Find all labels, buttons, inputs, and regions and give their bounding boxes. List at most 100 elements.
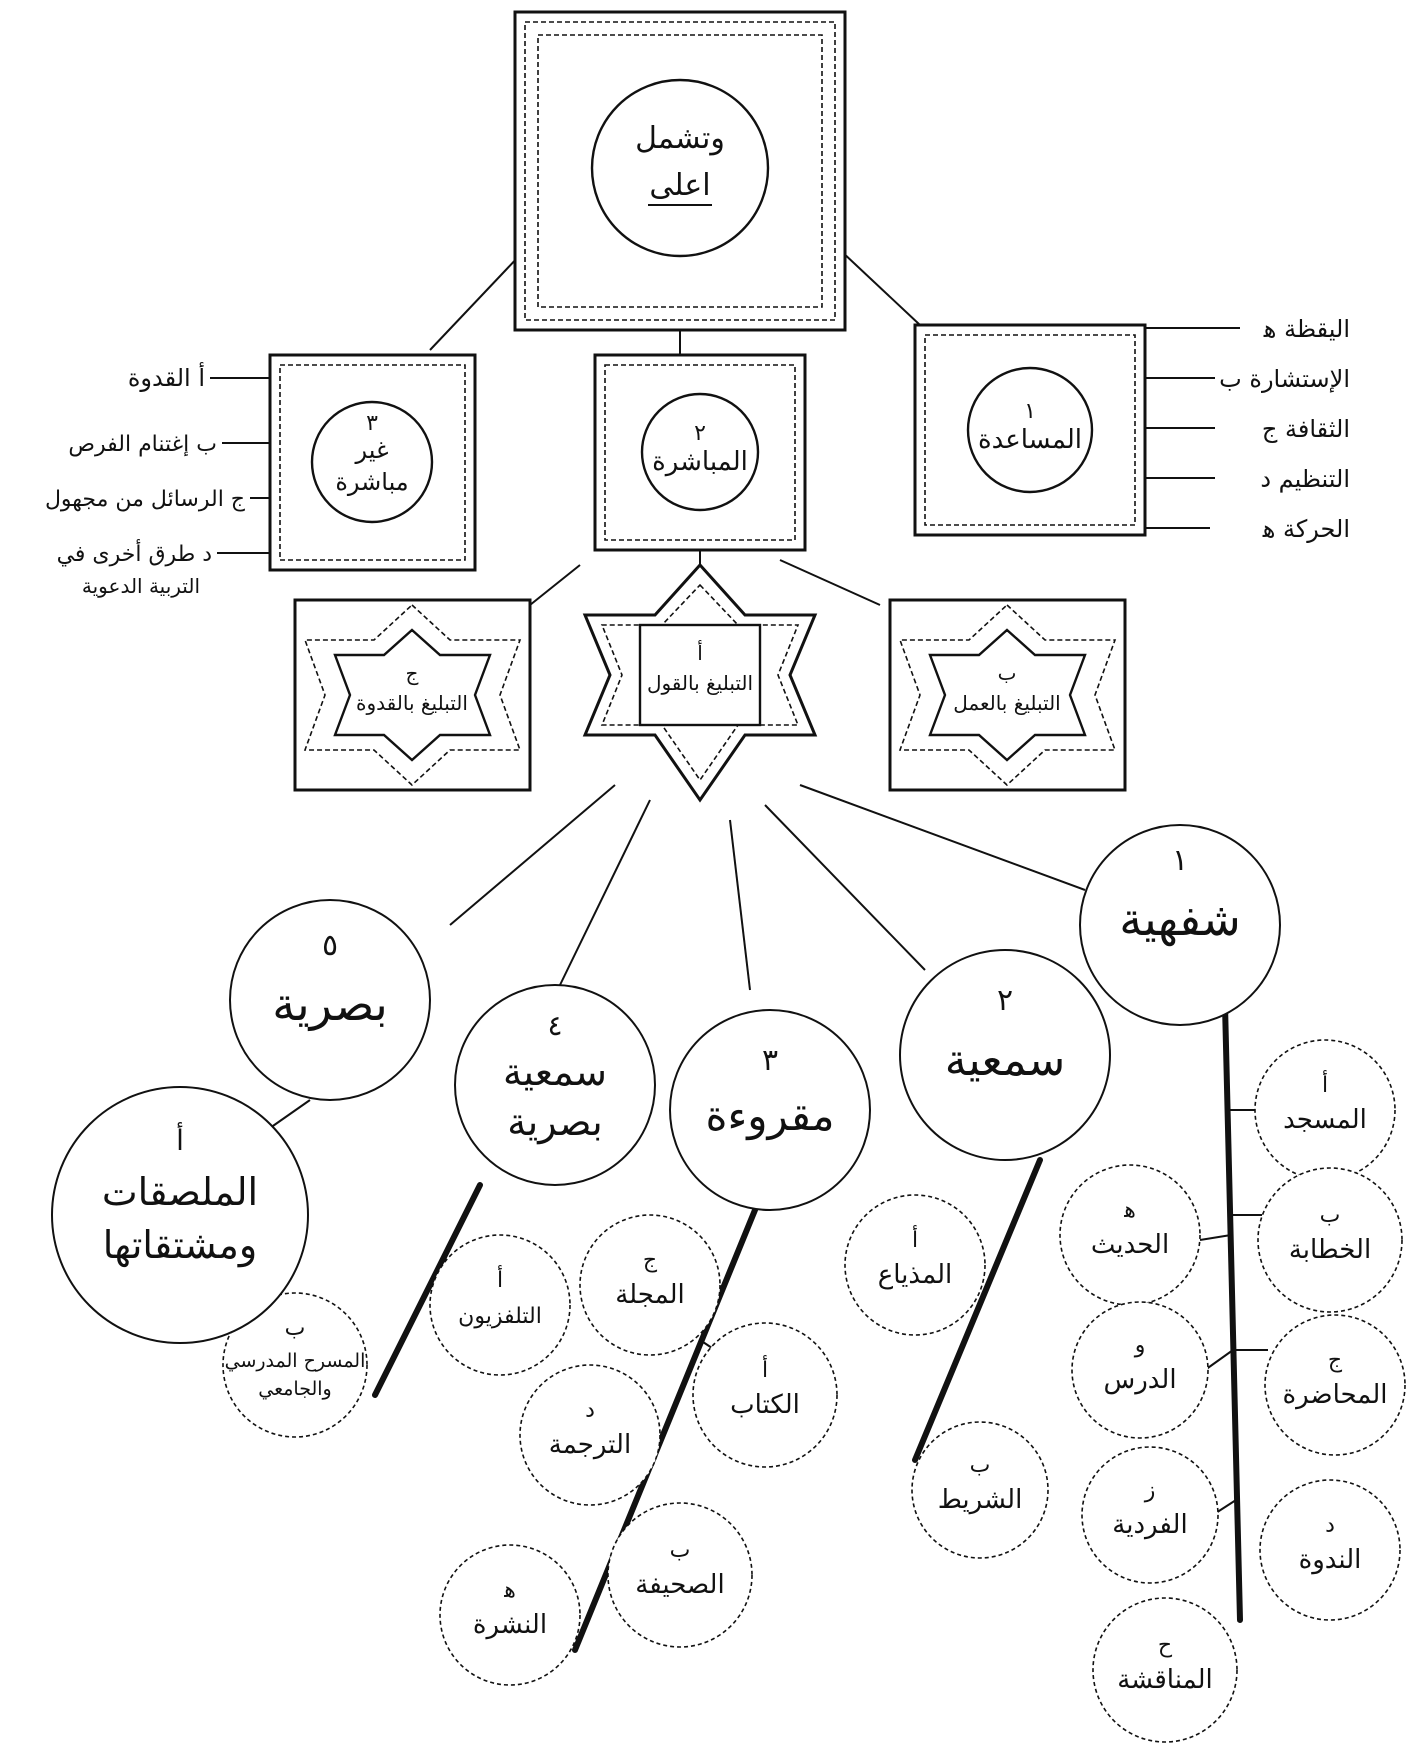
leaf-hadith-letter: ﻫ bbox=[1123, 1198, 1136, 1223]
stub-hadith bbox=[1199, 1234, 1232, 1241]
leaf-majalla-letter: ج bbox=[643, 1248, 658, 1273]
amal-star-ornament bbox=[898, 603, 1117, 787]
leaf-sharit: ب الشريط bbox=[911, 1421, 1049, 1559]
leaf-masjid-label: المسجد bbox=[1283, 1105, 1367, 1135]
visual-circle bbox=[229, 899, 431, 1101]
root-line1: وتشمل bbox=[635, 121, 725, 156]
leaf-mulsaqat: أ الملصقات ومشتقاتها bbox=[51, 1086, 309, 1344]
leaf-mulsaqat-label1: الملصقات bbox=[102, 1170, 258, 1214]
leaf-dars-label: الدرس bbox=[1103, 1365, 1176, 1395]
leaf-fardiyya-label: الفردية bbox=[1112, 1510, 1187, 1540]
leaf-nadwa-label: الندوة bbox=[1299, 1545, 1362, 1575]
leaf-midhya: أ المذياع bbox=[844, 1194, 986, 1336]
leaf-munaqasha: ح المناقشة bbox=[1092, 1597, 1238, 1743]
leaf-tarjama-label: الترجمة bbox=[549, 1430, 631, 1460]
connector-qawl-read bbox=[729, 819, 751, 991]
direct-medallion bbox=[640, 392, 760, 512]
leaf-sahifa: ب الصحيفة bbox=[607, 1502, 753, 1648]
indirect-sub-4: د طرق أخرى في bbox=[57, 539, 212, 567]
assist-medallion bbox=[966, 366, 1094, 494]
amal-label: التبليغ بالعمل bbox=[953, 691, 1061, 715]
leaf-masrah: ب المسرح المدرسي والجامعي bbox=[222, 1292, 368, 1438]
root-frame-ornament bbox=[524, 21, 836, 321]
leaf-masrah-circle bbox=[222, 1292, 368, 1438]
spine-audiovisual bbox=[372, 1182, 483, 1398]
leaf-munaqasha-letter: ح bbox=[1158, 1633, 1173, 1658]
leaf-nashra-circle bbox=[439, 1544, 581, 1686]
assist-sub-4: التنظيم د bbox=[1260, 465, 1350, 493]
indirect-label1: غير bbox=[354, 436, 388, 464]
root-frame-ornament-2 bbox=[537, 34, 823, 308]
leaf-sahifa-label: الصحيفة bbox=[635, 1570, 724, 1600]
visual-number: ٥ bbox=[322, 928, 338, 963]
leaf-sahifa-letter: ب bbox=[670, 1538, 691, 1563]
leaf-khitaba-label: الخطابة bbox=[1289, 1235, 1371, 1265]
node-assist: ١ المساعدة bbox=[913, 323, 1147, 537]
direct-frame-ornament bbox=[604, 364, 796, 541]
indirect-sub-2: ب إغتنام الفرص bbox=[68, 432, 217, 457]
connector-direct-amal bbox=[779, 559, 881, 606]
qudwa-star bbox=[333, 628, 492, 762]
leaf-nashra: ﻫ النشرة bbox=[439, 1544, 581, 1686]
leaf-hadith-circle bbox=[1059, 1164, 1201, 1306]
leaf-muhadara-circle bbox=[1264, 1314, 1406, 1456]
assist-sub-1: اليقظة ﻫ bbox=[1263, 315, 1350, 343]
connector-visual-posters bbox=[269, 1099, 311, 1129]
connector-qawl-oral bbox=[799, 784, 1086, 891]
spine-read bbox=[572, 1207, 758, 1653]
connector-root-assist bbox=[839, 249, 921, 326]
leaf-majalla-circle bbox=[579, 1214, 721, 1356]
leaf-majalla: ج المجلة bbox=[579, 1214, 721, 1356]
assist-sub-3: الثقافة ج bbox=[1262, 415, 1350, 443]
leaf-nashra-letter: ﻫ bbox=[503, 1578, 516, 1603]
direct-label: المباشرة bbox=[652, 447, 748, 477]
node-tabligh-amal: ب التبليغ بالعمل bbox=[888, 598, 1127, 792]
leaf-sahifa-circle bbox=[607, 1502, 753, 1648]
oral-number: ١ bbox=[1172, 843, 1188, 878]
leaf-fardiyya-circle bbox=[1081, 1446, 1219, 1584]
indirect-label2: مباشرة bbox=[335, 468, 408, 496]
connector-direct-qudwa bbox=[529, 564, 581, 606]
leaf-kitab-letter: أ bbox=[762, 1355, 768, 1383]
leaf-masjid-letter: أ bbox=[1322, 1070, 1328, 1098]
assist-sub-2: الإستشارة ب bbox=[1219, 365, 1350, 393]
leaf-nadwa: د الندوة bbox=[1259, 1479, 1401, 1621]
leaf-kitab-label: الكتاب bbox=[730, 1390, 800, 1420]
leaf-midhya-label: المذياع bbox=[878, 1260, 953, 1290]
audio-label: سمعية bbox=[945, 1035, 1065, 1086]
node-read: ٣ مقروءة bbox=[669, 1009, 871, 1211]
assist-frame-outer bbox=[913, 323, 1147, 537]
root-line2: اعلى bbox=[649, 168, 710, 203]
read-circle bbox=[669, 1009, 871, 1211]
leaf-hadith: ﻫ الحديث bbox=[1059, 1164, 1201, 1306]
leaf-khitaba-letter: ب bbox=[1320, 1203, 1341, 1228]
leaf-fardiyya-letter: ز bbox=[1144, 1478, 1156, 1503]
leaf-sharit-circle bbox=[911, 1421, 1049, 1559]
leaf-midhya-letter: أ bbox=[912, 1225, 918, 1253]
leaf-kitab-circle bbox=[692, 1322, 838, 1468]
leaf-tilfiziyun: أ التلفزيون bbox=[429, 1234, 571, 1376]
connectors bbox=[210, 249, 1268, 1653]
indirect-frame-ornament bbox=[279, 364, 466, 561]
assist-number: ١ bbox=[1024, 399, 1036, 424]
audiovisual-number: ٤ bbox=[547, 1009, 562, 1042]
leaf-majalla-label: المجلة bbox=[615, 1280, 685, 1310]
oral-label: شفهية bbox=[1119, 892, 1241, 946]
leaf-munaqasha-circle bbox=[1092, 1597, 1238, 1743]
qudwa-star-ornament bbox=[303, 603, 522, 787]
leaf-nadwa-letter: د bbox=[1325, 1513, 1335, 1538]
node-audiovisual: ٤ سمعية بصرية bbox=[454, 984, 656, 1186]
qudwa-letter: ج bbox=[406, 661, 419, 685]
assist-frame-ornament bbox=[924, 334, 1136, 526]
leaf-tarjama: د الترجمة bbox=[519, 1364, 661, 1506]
amal-letter: ب bbox=[998, 661, 1017, 685]
qawl-inner bbox=[638, 623, 762, 727]
leaf-dars-circle bbox=[1071, 1301, 1209, 1439]
indirect-number: ٣ bbox=[366, 411, 378, 436]
connector-root-indirect bbox=[429, 254, 521, 351]
leaf-mulsaqat-label2: ومشتقاتها bbox=[103, 1223, 258, 1268]
leaf-masjid: أ المسجد bbox=[1254, 1039, 1396, 1181]
qawl-label: التبليغ بالقول bbox=[647, 671, 753, 695]
leaf-muhadara-letter: ج bbox=[1328, 1348, 1343, 1373]
